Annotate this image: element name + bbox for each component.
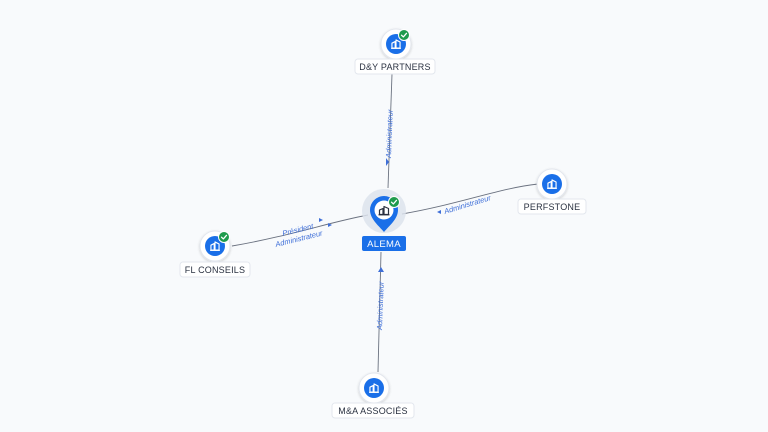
edge-arrow: [378, 267, 384, 272]
edges: Administrateur Administrateur Président …: [231, 73, 539, 373]
edge-arrow: [437, 210, 441, 214]
node-label-box: [517, 198, 587, 215]
node-label-box: [354, 58, 436, 75]
edge-label-ma-associes: Administrateur: [375, 281, 386, 331]
edge-label-dy-partners: Administrateur: [384, 109, 395, 159]
node-ma-associes[interactable]: M&A ASSOCIÉS: [331, 372, 415, 419]
node-dy-partners[interactable]: D&Y PARTNERS: [354, 28, 436, 75]
node-center-alema[interactable]: ALEMA: [362, 189, 406, 251]
verified-icon: [388, 196, 400, 208]
center-label-box: [362, 236, 406, 251]
node-label-dy-partners: D&Y PARTNERS: [359, 62, 430, 72]
node-label-box: [331, 402, 415, 419]
node-label-ma-associes: M&A ASSOCIÉS: [338, 406, 407, 416]
edge-label-perfstone: Administrateur: [442, 193, 492, 216]
company-icon: [378, 205, 390, 216]
edge-dy-partners[interactable]: [387, 73, 393, 189]
node-fl-conseils[interactable]: FL CONSEILS: [179, 230, 251, 278]
node-label-box: [179, 261, 251, 278]
edge-arrow: [328, 223, 332, 227]
node-label-alema: ALEMA: [367, 239, 401, 250]
edge-fl-conseils[interactable]: [231, 214, 369, 247]
edge-perfstone[interactable]: [401, 183, 539, 215]
edge-arrow: [386, 158, 389, 166]
node-label-perfstone: PERFSTONE: [524, 202, 581, 212]
edge-arrow: [319, 218, 323, 222]
node-label-fl-conseils: FL CONSEILS: [185, 265, 245, 275]
verified-icon: [398, 29, 410, 41]
node-perfstone[interactable]: PERFSTONE: [517, 168, 587, 215]
verified-icon: [218, 231, 230, 243]
